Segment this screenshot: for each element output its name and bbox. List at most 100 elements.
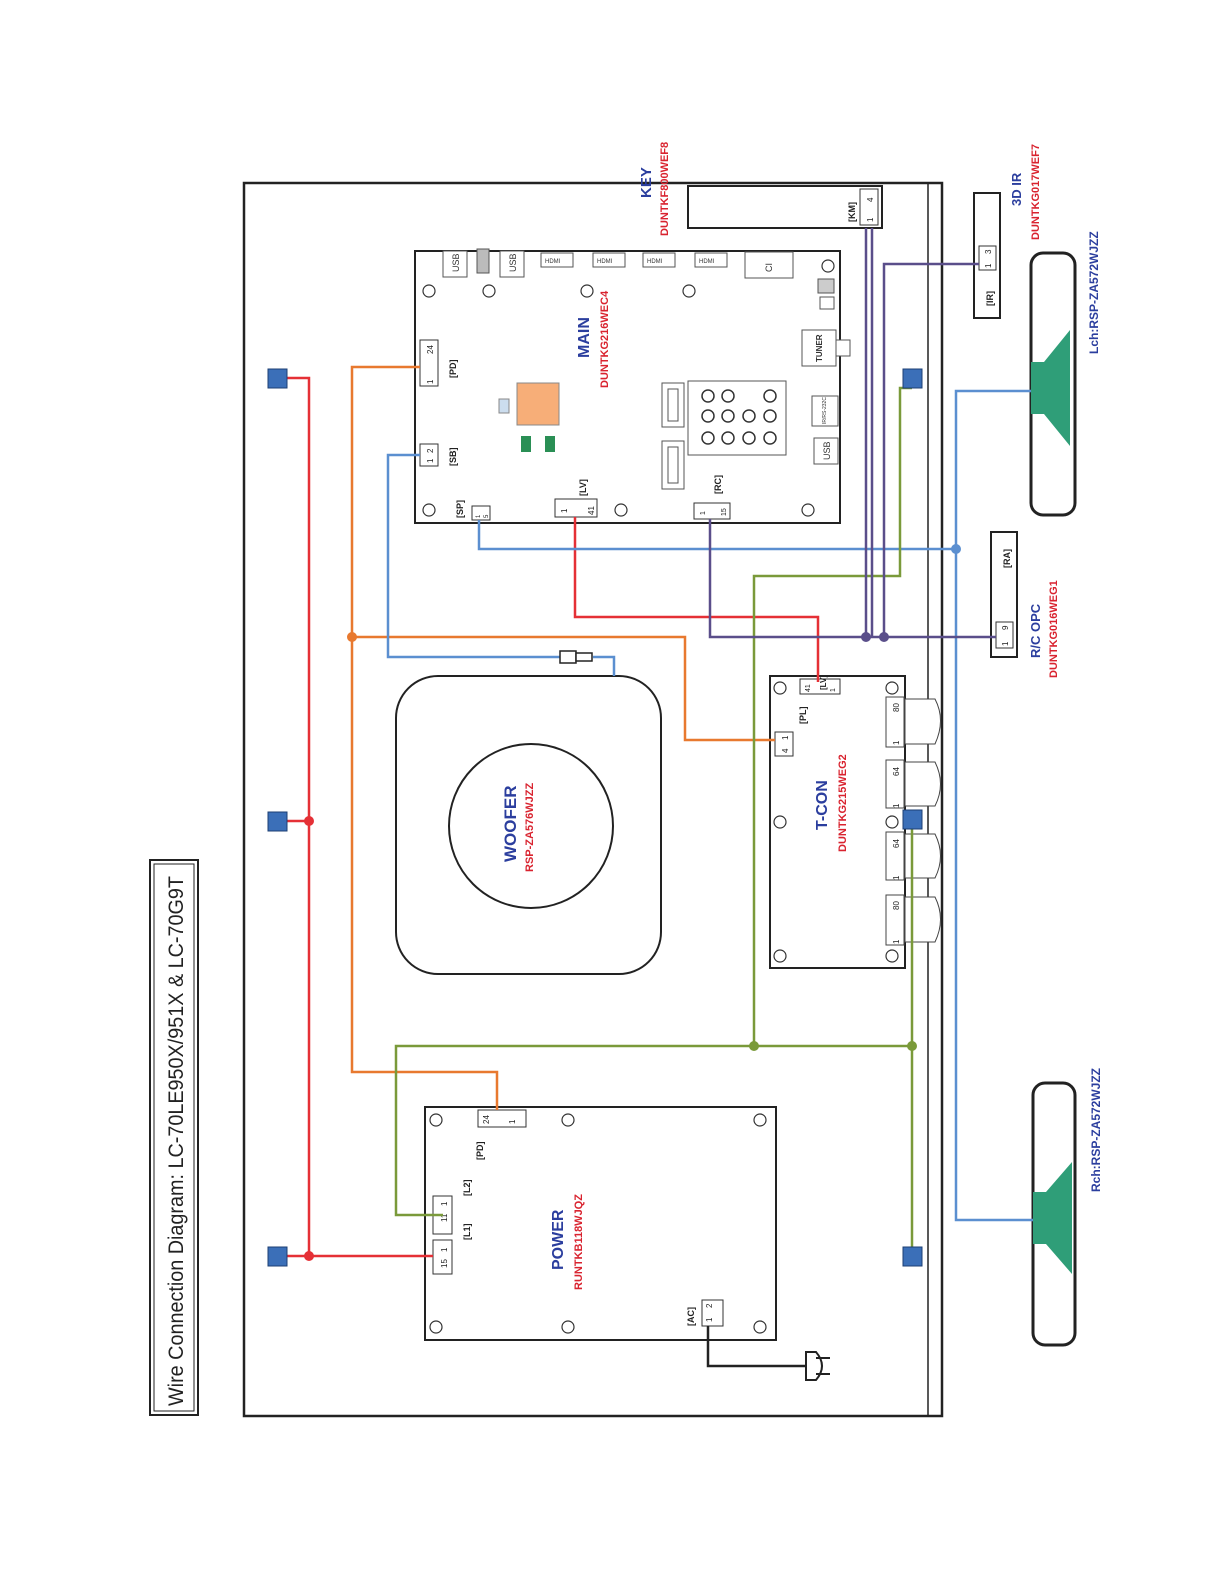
tcon-fpc-2-b: 1 — [892, 803, 901, 808]
main-port-usb-3: USB — [813, 437, 839, 465]
wire-red-junction-2 — [304, 1251, 314, 1261]
woofer-name: WOOFER — [501, 786, 520, 863]
key-conn-label: [KM] — [847, 202, 857, 222]
main-conn-sb-label: [SB] — [448, 448, 458, 467]
wire-green-junction-2 — [907, 1041, 917, 1051]
main-conn-lv: 1 41 [LV] — [554, 479, 598, 518]
main-conn-rc-pin-b: 15 — [721, 508, 728, 516]
main-port-hdmi-2: HDMI — [592, 252, 626, 268]
tcon-fpc-3: 64 1 — [885, 831, 941, 881]
ground-square-left-bottom — [267, 1246, 288, 1267]
main-conn-pd: 1 24 [PD] — [419, 339, 458, 387]
wire-red-junction-1 — [304, 816, 314, 826]
rc-opc-board-part: DUNTKG016WEG1 — [1048, 580, 1060, 678]
main-conn-lv-pin-a: 1 — [560, 508, 569, 513]
wire-purple-control — [708, 228, 996, 639]
woofer-part: RSP-ZA576WJZZ — [524, 782, 536, 872]
tcon-conn-pl-pin-a: 4 — [781, 748, 790, 753]
tcon-conn-pl: 4 1 [PL] — [774, 707, 808, 757]
tcon-fpc-1: 80 1 — [885, 696, 941, 748]
ground-square-right-top — [902, 368, 923, 389]
power-conn-ac: 1 2 [AC] — [686, 1299, 724, 1327]
main-soc-chip — [516, 382, 560, 426]
ir3d-conn-label: [IR] — [985, 291, 995, 306]
ground-square-right-mid — [902, 809, 923, 830]
main-conn-sb-pin-b: 2 — [426, 448, 435, 453]
main-port-rs232: IR/RS-232C — [811, 395, 839, 427]
rc-opc-board: 1 9 [RA] R/C OPC DUNTKG016WEG1 — [990, 531, 1060, 678]
rch-speaker: Rch:RSP-ZA572WJZZ — [1031, 1068, 1103, 1347]
main-conn-rc-label: [RC] — [713, 475, 723, 494]
wire-red-lvds — [573, 517, 820, 682]
tcon-fpc-2-a: 64 — [892, 767, 901, 776]
tcon-fpc-4-b: 1 — [892, 939, 901, 944]
main-port-tuner-label: TUNER — [815, 334, 824, 362]
main-port-hdmi-3: HDMI — [642, 252, 676, 268]
tcon-fpc-3-b: 1 — [892, 875, 901, 880]
ground-points — [267, 368, 923, 1267]
power-conn-ac-label: [AC] — [686, 1307, 696, 1326]
main-conn-lv-label: [LV] — [578, 479, 588, 496]
main-board-part: DUNTKG216WEC4 — [599, 290, 611, 388]
wire-black-ac — [706, 1326, 806, 1368]
tcon-board: T-CON DUNTKG215WEG2 4 1 [PL] 4 1 1 [LV] 8… — [769, 675, 941, 969]
lch-speaker-label: Lch:RSP-ZA572WJZZ — [1087, 231, 1101, 354]
wire-blue-audio — [386, 389, 1033, 1222]
power-conn-l2-pin-a: 11 — [440, 1213, 449, 1222]
wire-orange-pd — [350, 365, 775, 1110]
main-conn-lv-pin-b: 41 — [587, 506, 596, 515]
main-port-hdmi-2-label: HDMI — [597, 259, 613, 265]
power-board: POWER RUNTKB118WJQZ 24 1 [PD] 11 1 [L2] … — [424, 1106, 777, 1341]
ground-square-left-top — [267, 368, 288, 389]
tcon-conn-lv-label: [LV] — [819, 675, 828, 690]
wire-orange-junction — [347, 632, 357, 642]
power-conn-pd-label: [PD] — [475, 1142, 485, 1161]
rc-opc-board-name: R/C OPC — [1028, 603, 1043, 658]
key-board-part: DUNTKF800WEF8 — [659, 142, 671, 236]
main-conn-sp-pin-b: 5 — [484, 514, 490, 518]
main-conn-pd-label: [PD] — [448, 360, 458, 379]
main-port-hdmi-3-label: HDMI — [647, 259, 663, 265]
tcon-fpc-4: 80 1 — [885, 894, 941, 946]
main-port-hdmi-4: HDMI — [694, 252, 728, 268]
main-port-rs232-label: IR/RS-232C — [822, 397, 828, 424]
main-conn-sp-pin-a: 1 — [476, 514, 482, 518]
main-av-jack-block — [661, 380, 787, 490]
wire-purple-junction-1 — [861, 632, 871, 642]
main-port-hdmi-1-label: HDMI — [545, 259, 561, 265]
rc-opc-conn-label: [RA] — [1002, 549, 1012, 568]
power-board-name: POWER — [550, 1209, 567, 1270]
ir3d-conn-pin-a: 1 — [984, 263, 993, 268]
rc-opc-conn-pin-a: 1 — [1001, 641, 1010, 646]
ir3d-board: 1 3 [IR] 3D IR DUNTKG017WEF7 — [973, 144, 1042, 319]
power-conn-l1-label: [L1] — [462, 1224, 472, 1241]
power-board-part: RUNTKB118WJQZ — [573, 1194, 585, 1290]
main-port-usb-2: USB — [499, 250, 525, 278]
main-board: USB USB HDMI HDMI HDMI HDMI CI — [414, 248, 851, 524]
main-port-usb-3-label: USB — [822, 441, 832, 460]
tcon-fpc-3-a: 64 — [892, 839, 901, 848]
power-conn-ac-pin-a: 1 — [705, 1317, 714, 1322]
tcon-fpc-1-b: 1 — [892, 740, 901, 745]
main-conn-pd-pin-b: 24 — [426, 345, 435, 354]
lch-speaker: Lch:RSP-ZA572WJZZ — [1029, 231, 1101, 517]
main-port-usb-2-label: USB — [508, 253, 518, 272]
main-port-usb-1: USB — [442, 250, 468, 278]
ac-plug-icon — [805, 1351, 830, 1381]
woofer-connector — [559, 650, 593, 664]
main-small-chip — [498, 398, 510, 414]
tcon-board-part: DUNTKG215WEG2 — [837, 754, 849, 852]
main-port-ci-label: CI — [764, 263, 774, 272]
tcon-conn-lv-pin-b: 1 — [830, 688, 837, 692]
power-conn-l2-pin-b: 1 — [440, 1201, 449, 1206]
key-board-name: KEY — [638, 167, 655, 198]
power-conn-pd-pin-b: 1 — [508, 1119, 517, 1124]
main-port-usb-1-label: USB — [451, 253, 461, 272]
key-conn-pin-b: 4 — [866, 197, 875, 202]
ir3d-board-name: 3D IR — [1009, 172, 1024, 206]
title-box: Wire Connection Diagram: LC-70LE950X/951… — [149, 859, 199, 1416]
woofer-speaker: WOOFER RSP-ZA576WJZZ — [395, 675, 662, 975]
tcon-board-name: T-CON — [814, 780, 831, 830]
tcon-conn-pl-label: [PL] — [798, 707, 808, 725]
